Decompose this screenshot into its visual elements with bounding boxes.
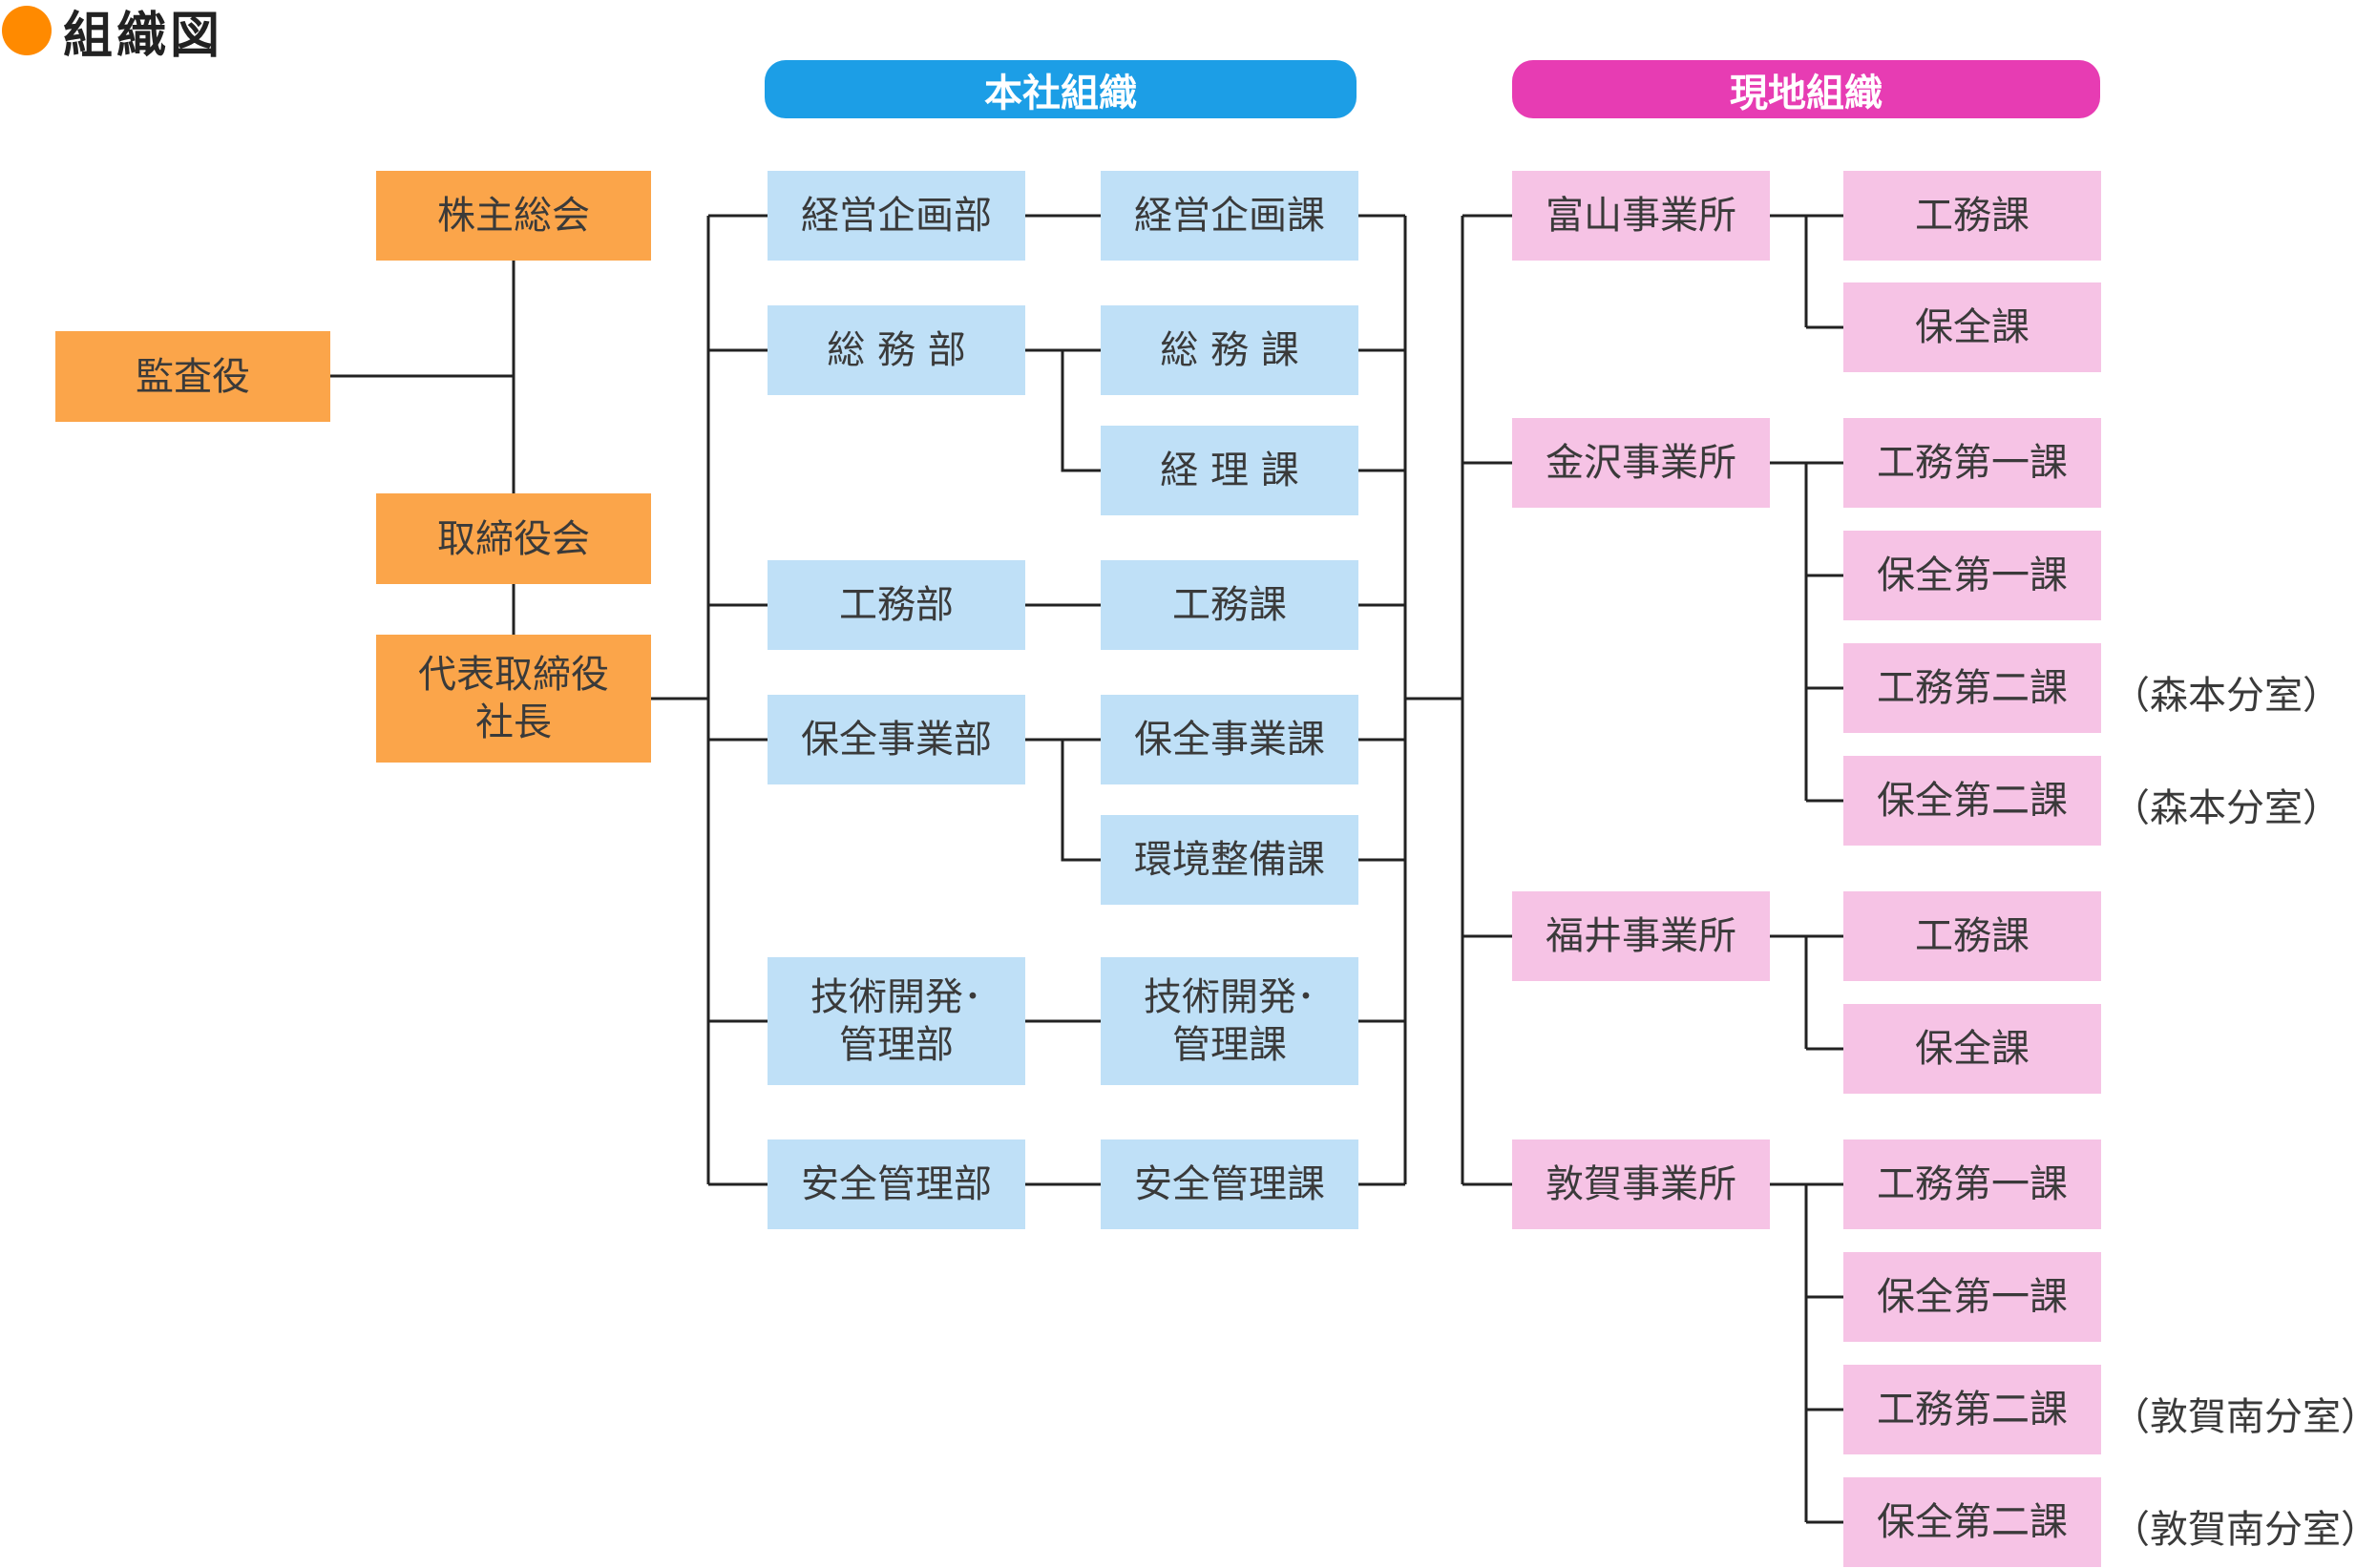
branch-note: （敦賀南分室） — [2112, 1508, 2356, 1552]
office-box: 金沢事業所 — [1512, 418, 1770, 508]
branch-note: （森本分室） — [2112, 786, 2341, 830]
section-box: 工務第一課 — [1843, 1139, 2101, 1229]
hq-header: 本社組織 — [765, 60, 1357, 118]
section-box: 工務第一課 — [1843, 418, 2101, 508]
department-box: 工務部 — [768, 560, 1025, 650]
section-box: 工務課 — [1843, 171, 2101, 261]
section-box: 安全管理課 — [1101, 1139, 1358, 1229]
section-box: 保全事業課 — [1101, 695, 1358, 784]
office-box: 福井事業所 — [1512, 891, 1770, 981]
section-box: 保全第一課 — [1843, 531, 2101, 620]
department-box: 経営企画部 — [768, 171, 1025, 261]
chart-title: 組織図 — [0, 0, 223, 65]
shareholders-box: 株主総会 — [376, 171, 651, 261]
section-box: 環境整備課 — [1101, 815, 1358, 905]
department-box: 保全事業部 — [768, 695, 1025, 784]
department-box: 技術開発･ 管理部 — [768, 957, 1025, 1085]
president-box: 代表取締役 社長 — [376, 635, 651, 763]
section-box: 保全課 — [1843, 282, 2101, 372]
section-box: 保全第二課 — [1843, 756, 2101, 846]
board-box: 取締役会 — [376, 493, 651, 584]
field-header: 現地組織 — [1512, 60, 2100, 118]
auditor-box: 監査役 — [55, 331, 330, 422]
section-box: 総 務 課 — [1101, 305, 1358, 395]
section-box: 経 理 課 — [1101, 426, 1358, 515]
section-box: 工務第二課 — [1843, 643, 2101, 733]
section-box: 経営企画課 — [1101, 171, 1358, 261]
section-box: 技術開発･ 管理課 — [1101, 957, 1358, 1085]
section-box: 保全第一課 — [1843, 1252, 2101, 1342]
chart-title-text: 組織図 — [63, 7, 224, 65]
section-box: 保全第二課 — [1843, 1477, 2101, 1567]
section-box: 工務第二課 — [1843, 1365, 2101, 1454]
office-box: 富山事業所 — [1512, 171, 1770, 261]
department-box: 安全管理部 — [768, 1139, 1025, 1229]
branch-note: （森本分室） — [2112, 674, 2341, 718]
section-box: 工務課 — [1843, 891, 2101, 981]
title-bullet-icon — [2, 6, 52, 55]
office-box: 敦賀事業所 — [1512, 1139, 1770, 1229]
section-box: 保全課 — [1843, 1004, 2101, 1094]
section-box: 工務課 — [1101, 560, 1358, 650]
branch-note: （敦賀南分室） — [2112, 1395, 2356, 1439]
department-box: 総 務 部 — [768, 305, 1025, 395]
